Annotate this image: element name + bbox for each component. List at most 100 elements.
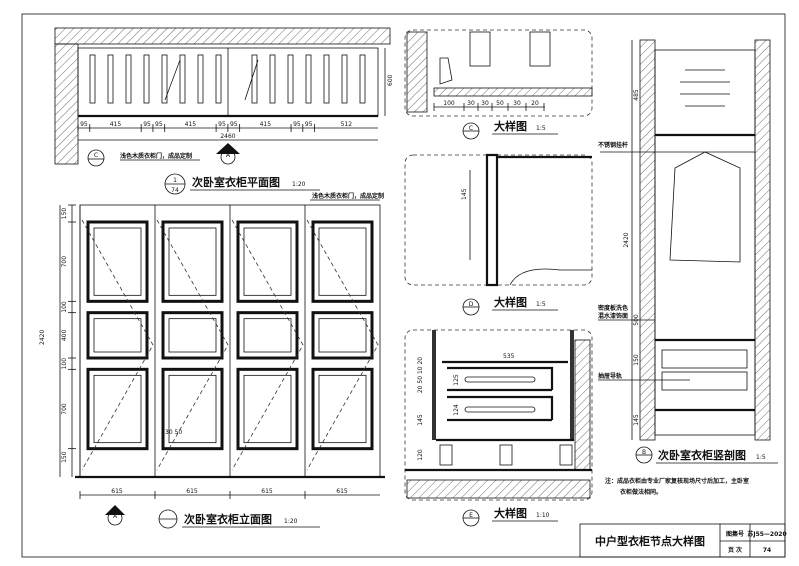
detail-e-dim: 20 50 10 20 bbox=[417, 357, 424, 393]
sheet-border bbox=[21, 13, 786, 558]
callout-a-elev-label: A bbox=[113, 513, 118, 520]
callout-b: B bbox=[642, 449, 646, 456]
door-swing bbox=[81, 219, 154, 471]
elevation-view: 浅色木质衣柜门，成品定制 2420 150700100400100700150 … bbox=[39, 192, 385, 529]
detail-e-dim: 125 bbox=[453, 374, 460, 386]
plan-dim: 95 bbox=[218, 121, 226, 128]
detail-c-dim: 30 bbox=[467, 100, 475, 107]
section-dim: 145 bbox=[633, 414, 640, 426]
handle-dims: 30 50 bbox=[165, 429, 182, 436]
door-swing bbox=[306, 219, 379, 471]
plan-dim: 95 bbox=[80, 121, 88, 128]
elevation-title: 次卧室衣柜立面图 bbox=[184, 512, 272, 526]
finish-label-1: 密度板洗色 bbox=[598, 304, 628, 312]
detail-c-dim: 30 bbox=[481, 100, 489, 107]
door-panel bbox=[86, 311, 149, 360]
plan-dim: 95 bbox=[143, 121, 151, 128]
plan-ref-bottom: 74 bbox=[171, 187, 179, 194]
shelf-slot bbox=[305, 54, 312, 104]
finish-label-2: 混水漆饰面 bbox=[598, 312, 628, 320]
detail-d-dim: 145 bbox=[461, 188, 468, 200]
folded-clothes-icon bbox=[680, 69, 730, 107]
detail-e-scale: 1:10 bbox=[536, 512, 550, 519]
detail-e-dim: 124 bbox=[453, 404, 460, 416]
detail-d: 145 D 大样图 1:5 bbox=[404, 153, 593, 316]
plan-dim: 95 bbox=[305, 121, 313, 128]
elevation-vdim: 700 bbox=[61, 256, 68, 268]
shelf-slot bbox=[269, 54, 276, 104]
rail-label: 不锈钢挂杆 bbox=[598, 141, 628, 149]
section-dim: 2420 bbox=[623, 232, 630, 247]
detail-c-dim: 30 bbox=[513, 100, 521, 107]
shelf-slot bbox=[197, 54, 204, 104]
note-line-2: 衣柜做法相同。 bbox=[620, 488, 662, 496]
plan-dim: 415 bbox=[110, 121, 122, 128]
elevation-hdim: 615 bbox=[261, 488, 273, 495]
atlas-number: 苏J55—2020 bbox=[747, 530, 786, 538]
shelf-slot bbox=[323, 54, 330, 104]
elevation-door-note: 浅色木质衣柜门，成品定制 bbox=[312, 192, 384, 200]
shelf-slot bbox=[179, 54, 186, 104]
detail-c-dim: 100 bbox=[443, 100, 455, 107]
shelf-slot bbox=[143, 54, 150, 104]
plan-dim: 415 bbox=[260, 121, 272, 128]
callout-d: D bbox=[469, 301, 474, 308]
door-panel bbox=[161, 220, 224, 303]
section-dim: 485 bbox=[633, 89, 640, 101]
detail-d-title: 大样图 bbox=[494, 295, 527, 309]
plan-title: 次卧室衣柜平面图 bbox=[192, 175, 280, 189]
plan-depth-dim: 600 bbox=[387, 74, 394, 86]
shelf-slot bbox=[89, 54, 96, 104]
door-panel bbox=[161, 367, 224, 451]
elevation-hdim: 615 bbox=[111, 488, 123, 495]
shelf-slot bbox=[287, 54, 294, 104]
elevation-vdim: 700 bbox=[61, 403, 68, 415]
detail-c-dim: 20 bbox=[531, 100, 539, 107]
section-scale: 1:5 bbox=[756, 454, 766, 461]
section-dim: 150 bbox=[633, 354, 640, 366]
callout-a-plan bbox=[220, 149, 236, 165]
plan-door-note: 浅色木质衣柜门，成品定制 bbox=[120, 152, 192, 160]
door-panel bbox=[311, 367, 374, 451]
elevation-hdim: 615 bbox=[336, 488, 348, 495]
drawer-label: 抽屉导轨 bbox=[598, 372, 622, 380]
title-block: 中户型衣柜节点大样图 图集号 苏J55—2020 页 次 74 bbox=[579, 523, 787, 558]
detail-e-dim: 145 bbox=[417, 414, 424, 426]
plan-total-dim: 2460 bbox=[220, 133, 235, 140]
page-label: 页 次 bbox=[728, 546, 742, 554]
section-title: 次卧室衣柜竖剖图 bbox=[658, 448, 746, 462]
shelf-slot bbox=[359, 54, 366, 104]
detail-e-title: 大样图 bbox=[494, 506, 527, 520]
door-panel bbox=[236, 311, 299, 360]
door-panel bbox=[236, 220, 299, 303]
callout-c-label: C bbox=[94, 152, 98, 159]
elevation-vdim: 150 bbox=[61, 208, 68, 220]
elevation-vdim: 150 bbox=[61, 451, 68, 463]
callout-a-label: A bbox=[226, 152, 231, 159]
note-line-1: 注：成品衣柜由专业厂家复核现场尺寸后加工，主卧室 bbox=[605, 477, 749, 485]
door-panel bbox=[86, 220, 149, 303]
wall-top bbox=[54, 27, 391, 45]
elevation-vdim: 100 bbox=[61, 301, 68, 313]
door-swing bbox=[231, 219, 304, 471]
shelf-slot bbox=[125, 54, 132, 104]
detail-d-scale: 1:5 bbox=[536, 301, 546, 308]
shelf-slot bbox=[161, 54, 168, 104]
hanging-jacket-icon bbox=[669, 151, 741, 263]
elevation-vdim: 100 bbox=[61, 358, 68, 370]
callout-a-elev bbox=[107, 510, 123, 526]
callout-c: C bbox=[469, 125, 473, 132]
plan-dim: 415 bbox=[185, 121, 197, 128]
callout-e: E bbox=[469, 512, 473, 519]
plan-dim: 95 bbox=[293, 121, 301, 128]
shelf-slot bbox=[107, 54, 114, 104]
plan-dim: 95 bbox=[230, 121, 238, 128]
plan-ref-top: 1 bbox=[173, 177, 177, 184]
elevation-hdim: 615 bbox=[186, 488, 198, 495]
door-swing bbox=[156, 219, 229, 471]
